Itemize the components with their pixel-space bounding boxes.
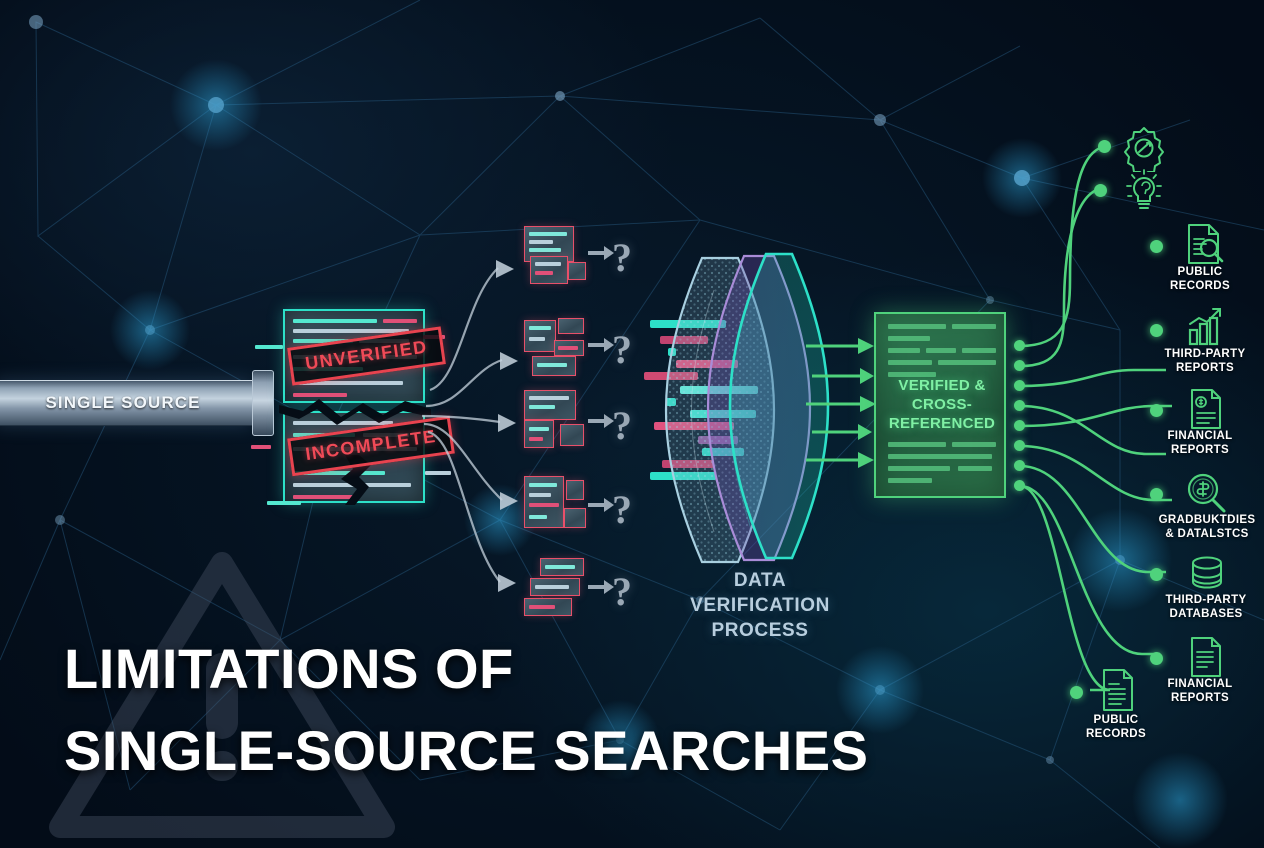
page-title-line2: SINGLE-SOURCE SEARCHES (64, 719, 869, 782)
lens-label-line1: DATA (733, 570, 787, 591)
fragment-arrow (588, 414, 614, 428)
output-node (1098, 124, 1174, 176)
output-label: THIRD-PARTY REPORTS (1165, 348, 1246, 375)
node-dot (1150, 324, 1163, 337)
node-dot (1150, 240, 1163, 253)
fragment-group (524, 390, 586, 452)
output-node: FINANCIAL REPORTS (1150, 636, 1240, 705)
output-label: THIRD-PARTY DATABASES (1166, 594, 1247, 621)
output-label-line1: PUBLIC (1177, 266, 1223, 278)
output-label-line1: THIRD-PARTY (1165, 594, 1247, 606)
output-node (1094, 168, 1174, 220)
lightbulb-icon (1126, 169, 1162, 209)
fragment-arrow (588, 338, 614, 352)
lens-label: DATA VERIFICATION PROCESS (650, 568, 870, 643)
output-label-line2: DATABASES (1169, 607, 1243, 620)
output-label: FINANCIAL REPORTS (1167, 678, 1232, 705)
output-routing-lines (1019, 144, 1172, 692)
verified-document: VERIFIED & CROSS- REFERENCED (874, 312, 1006, 498)
fragment-arrow (588, 498, 614, 512)
fragment-arrow (588, 246, 614, 260)
single-source-connector-cap (252, 370, 274, 436)
fragment-arrow (588, 580, 614, 594)
output-label-line1: FINANCIAL (1167, 678, 1233, 690)
output-connector-dot (1014, 420, 1025, 431)
question-mark: ? (612, 487, 632, 532)
question-mark: ? (612, 569, 632, 614)
output-label-line2: REPORTS (1175, 361, 1235, 374)
output-node: GRADBUKTDIES & DATALSTCS (1150, 472, 1256, 541)
output-label: PUBLIC RECORDS (1170, 266, 1230, 293)
output-label-line1: GRADBUKTDIES (1158, 514, 1256, 526)
node-dot (1070, 686, 1083, 699)
bar-chart-icon (1188, 308, 1221, 346)
output-node: PUBLIC RECORDS (1070, 668, 1156, 740)
single-source-label: SINGLE SOURCE (45, 393, 201, 412)
verified-document-label: VERIFIED & CROSS- REFERENCED (876, 376, 1008, 433)
lens-label-line2: VERIFICATION (690, 595, 830, 616)
database-icon (1192, 556, 1222, 589)
output-label-line2: RECORDS (1086, 727, 1146, 740)
verification-lens (664, 252, 830, 564)
verified-output-arrows (806, 338, 876, 468)
node-dot (1098, 140, 1111, 153)
node-dot (1150, 568, 1163, 581)
financial-document-icon (1191, 389, 1221, 429)
verified-label-line3: REFERENCED (888, 415, 996, 432)
node-dot (1150, 404, 1163, 417)
fragment-group (524, 318, 586, 376)
document-search-icon (1188, 224, 1224, 264)
crack-fracture (279, 399, 431, 425)
page-title: LIMITATIONS OF SINGLE-SOURCE SEARCHES (64, 628, 1024, 792)
output-connector-dot (1014, 400, 1025, 411)
output-label-line1: PUBLIC (1093, 714, 1139, 726)
node-dot (1150, 652, 1163, 665)
fragment-group (524, 226, 586, 286)
output-node: PUBLIC RECORDS (1150, 222, 1240, 293)
output-node: THIRD-PARTY DATABASES (1150, 554, 1252, 622)
output-connector-dot (1014, 460, 1025, 471)
question-mark: ? (612, 327, 632, 372)
financial-document-icon (1191, 637, 1221, 677)
output-connector-dot (1014, 360, 1025, 371)
lens-label-line3: PROCESS (711, 620, 809, 641)
output-label: FINANCIAL REPORTS (1167, 430, 1232, 457)
output-label: GRADBUKTDIES & DATALSTCS (1159, 514, 1256, 541)
output-connector-dot (1014, 340, 1025, 351)
gear-icon (1124, 127, 1164, 172)
output-connector-dot (1014, 440, 1025, 451)
single-source-bar: SINGLE SOURCE (0, 380, 252, 426)
corrupted-document-stack: UNVERIFIED INCOMPLETE (251, 305, 455, 505)
output-label-line2: REPORTS (1170, 691, 1230, 704)
question-mark: ? (612, 235, 632, 280)
output-label-line2: RECORDS (1170, 279, 1230, 292)
crack-fracture-lower (341, 455, 371, 505)
warning-triangle-watermark (49, 552, 395, 838)
output-connector-dot (1014, 480, 1025, 491)
page-title-line1: LIMITATIONS OF (64, 637, 514, 700)
magnifier-dollar-icon (1187, 473, 1226, 513)
verified-label-line1: VERIFIED & (898, 377, 986, 394)
output-node: FINANCIAL REPORTS (1150, 388, 1240, 457)
node-dot (1094, 184, 1107, 197)
output-node: THIRD-PARTY REPORTS (1150, 306, 1250, 375)
node-dot (1150, 488, 1163, 501)
fragment-branch-curves (421, 260, 518, 592)
output-label-line2: REPORTS (1170, 443, 1230, 456)
output-connector-dot (1014, 380, 1025, 391)
output-label: PUBLIC RECORDS (1086, 714, 1146, 741)
verified-label-line2: CROSS- (911, 396, 973, 413)
fragment-group (524, 558, 586, 616)
fragment-group (524, 476, 586, 536)
output-label-line1: FINANCIAL (1167, 430, 1233, 442)
question-mark: ? (612, 403, 632, 448)
document-lines-icon (1103, 669, 1133, 711)
output-label-line2: & DATALSTCS (1165, 527, 1249, 540)
output-label-line1: THIRD-PARTY (1164, 348, 1246, 360)
